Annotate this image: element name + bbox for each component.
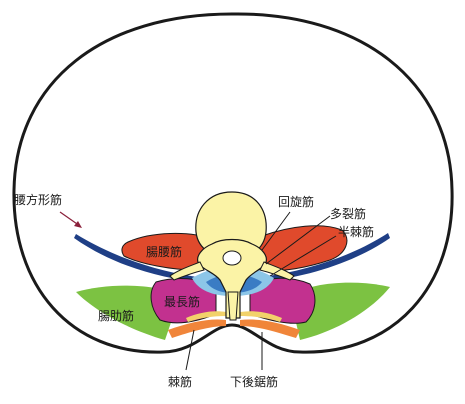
label-longissimus: 最長筋 xyxy=(164,294,200,309)
spinous-process xyxy=(227,291,239,321)
fascia-band-right xyxy=(262,233,390,282)
label-semispinalis: 半棘筋 xyxy=(338,224,374,239)
serratus-posterior-inferior-muscle xyxy=(240,319,300,338)
label-multifidus: 多裂筋 xyxy=(330,206,366,221)
transverse-process-left xyxy=(169,261,205,281)
longissimus-muscle-right xyxy=(249,277,316,324)
vertebral-arch xyxy=(197,238,267,319)
pointer-semispinalis xyxy=(269,235,337,277)
spinalis-strip-right xyxy=(240,311,282,322)
body-outline xyxy=(12,12,454,354)
spinalis-muscle xyxy=(168,319,226,338)
label-quadratus-lumborum: 腰方形筋 xyxy=(14,192,62,207)
label-iliocostalis: 腸肋筋 xyxy=(98,308,134,323)
longissimus-muscle-left xyxy=(150,278,217,324)
label-iliopsoas: 腸腰筋 xyxy=(146,244,182,259)
pointer-multifidus xyxy=(265,215,331,265)
pointer-arrowhead xyxy=(74,221,82,228)
pointer-spinalis xyxy=(185,329,195,371)
label-spinalis: 棘筋 xyxy=(168,374,192,389)
transverse-process-right xyxy=(259,261,295,281)
vertebral-canal xyxy=(222,250,242,266)
pointer-rotatores xyxy=(261,211,291,251)
label-rotatores: 回旋筋 xyxy=(278,194,314,209)
spinalis-strip-left xyxy=(186,311,226,322)
label-serratus-posterior-inferior: 下後鋸筋 xyxy=(230,374,278,389)
fascia-band-left xyxy=(74,234,205,283)
